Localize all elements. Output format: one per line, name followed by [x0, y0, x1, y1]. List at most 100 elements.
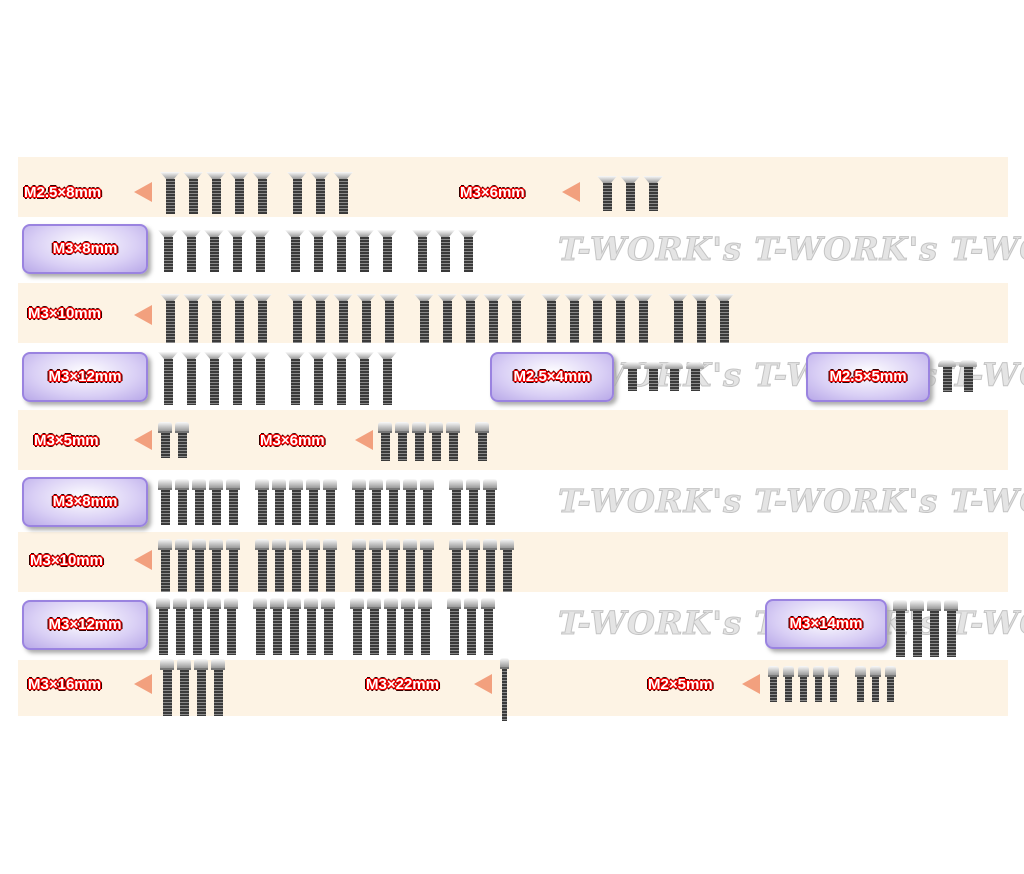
size-label: M3×5mm — [34, 432, 99, 449]
screw-group — [378, 422, 504, 462]
screw-group — [893, 600, 973, 657]
flanged-screw-icon — [175, 479, 189, 526]
flanged-screw-icon — [323, 479, 337, 526]
screw-cluster — [414, 294, 529, 343]
flanged-screw-icon — [158, 539, 172, 592]
size-label: M3×16mm — [28, 676, 101, 693]
flanged-screw-icon — [192, 539, 206, 592]
countersunk-screw-icon — [331, 230, 351, 273]
button-screw-icon — [623, 362, 641, 391]
countersunk-screw-icon — [181, 230, 201, 273]
row-1 — [18, 157, 1008, 217]
button-screw-icon — [686, 362, 704, 391]
size-label-box: M3×14mm — [765, 599, 887, 649]
screw-cluster — [160, 294, 275, 343]
flanged-screw-icon — [500, 658, 509, 721]
countersunk-screw-icon — [668, 294, 688, 343]
size-label: M3×22mm — [366, 676, 439, 693]
countersunk-screw-icon — [377, 230, 397, 273]
flanged-screw-icon — [209, 539, 223, 592]
screw-cluster — [158, 479, 243, 526]
flanged-screw-icon — [321, 598, 335, 655]
screw-cluster — [768, 666, 843, 702]
flanged-screw-icon — [783, 666, 794, 702]
countersunk-screw-icon — [412, 230, 432, 273]
size-label: M2×5mm — [648, 676, 713, 693]
flanged-screw-icon — [418, 598, 432, 655]
size-label-box: M2.5×5mm — [806, 352, 930, 402]
screw-cluster — [158, 539, 243, 592]
flanged-screw-icon — [194, 659, 208, 716]
flanged-screw-icon — [813, 666, 824, 702]
arrow-icon — [134, 550, 152, 570]
screw-group — [158, 479, 512, 526]
countersunk-screw-icon — [331, 352, 351, 405]
screw-group — [768, 666, 912, 702]
flanged-screw-icon — [870, 666, 881, 702]
screw-cluster — [255, 539, 340, 592]
flanged-screw-icon — [395, 422, 409, 462]
arrow-icon — [134, 674, 152, 694]
flanged-screw-icon — [449, 479, 463, 526]
flanged-screw-icon — [156, 598, 170, 655]
countersunk-screw-icon — [285, 352, 305, 405]
screw-cluster — [285, 352, 400, 405]
flanged-screw-icon — [384, 598, 398, 655]
flanged-screw-icon — [253, 598, 267, 655]
flanged-screw-icon — [255, 539, 269, 592]
screw-cluster — [668, 294, 737, 343]
flanged-screw-icon — [158, 479, 172, 526]
countersunk-screw-icon — [206, 172, 226, 215]
button-screw-icon — [959, 360, 977, 392]
countersunk-screw-icon — [354, 230, 374, 273]
size-label: M3×14mm — [789, 615, 863, 632]
countersunk-screw-icon — [160, 172, 180, 215]
countersunk-screw-icon — [483, 294, 503, 343]
flanged-screw-icon — [401, 598, 415, 655]
flanged-screw-icon — [893, 600, 907, 657]
flanged-screw-icon — [304, 598, 318, 655]
screw-group — [156, 598, 510, 655]
size-label-box: M3×12mm — [22, 600, 148, 650]
screw-cluster — [352, 539, 437, 592]
screw-group — [158, 230, 493, 273]
flanged-screw-icon — [798, 666, 809, 702]
screw-group — [597, 176, 678, 212]
flanged-screw-icon — [466, 539, 480, 592]
countersunk-screw-icon — [252, 294, 272, 343]
countersunk-screw-icon — [437, 294, 457, 343]
flanged-screw-icon — [481, 598, 495, 655]
screw-group — [938, 360, 992, 392]
flanged-screw-icon — [466, 479, 480, 526]
flanged-screw-icon — [927, 600, 941, 657]
flanged-screw-icon — [500, 539, 514, 592]
flanged-screw-icon — [420, 539, 434, 592]
flanged-screw-icon — [449, 539, 463, 592]
countersunk-screw-icon — [183, 172, 203, 215]
screw-cluster — [160, 659, 228, 716]
screw-cluster — [285, 230, 400, 273]
screw-cluster — [158, 422, 192, 458]
size-label: M3×12mm — [48, 368, 122, 385]
flanged-screw-icon — [350, 598, 364, 655]
countersunk-screw-icon — [414, 294, 434, 343]
flanged-screw-icon — [446, 422, 460, 462]
countersunk-screw-icon — [227, 352, 247, 405]
countersunk-screw-icon — [160, 294, 180, 343]
countersunk-screw-icon — [610, 294, 630, 343]
flanged-screw-icon — [177, 659, 191, 716]
flanged-screw-icon — [855, 666, 866, 702]
countersunk-screw-icon — [620, 176, 640, 212]
flanged-screw-icon — [429, 422, 443, 462]
screw-cluster — [158, 230, 273, 273]
size-label: M3×10mm — [30, 552, 103, 569]
countersunk-screw-icon — [564, 294, 584, 343]
flanged-screw-icon — [483, 539, 497, 592]
flanged-screw-icon — [272, 479, 286, 526]
size-label: M3×8mm — [52, 493, 118, 510]
arrow-icon — [134, 430, 152, 450]
countersunk-screw-icon — [541, 294, 561, 343]
flanged-screw-icon — [367, 598, 381, 655]
flanged-screw-icon — [403, 479, 417, 526]
countersunk-screw-icon — [435, 230, 455, 273]
